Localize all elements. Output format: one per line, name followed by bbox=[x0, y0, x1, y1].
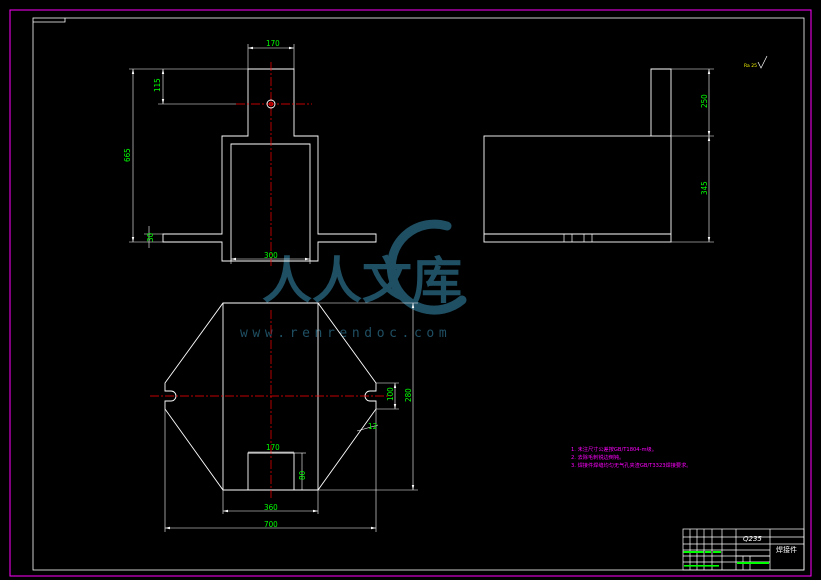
corner-tab bbox=[33, 18, 66, 23]
dim-side-top-height: 250 bbox=[700, 94, 709, 108]
side-body bbox=[483, 135, 672, 243]
note-3: 3. 焊接件焊缝均匀无气孔夹渣GB/T3323焊接要求。 bbox=[571, 461, 691, 469]
dim-neck-height: 115 bbox=[153, 78, 162, 92]
side-view bbox=[483, 68, 714, 243]
watermark-logo-icon bbox=[386, 219, 467, 315]
roughness-label: Ra 25 bbox=[744, 63, 757, 69]
dim-overall-height: 665 bbox=[123, 148, 132, 162]
title-block-fills bbox=[683, 551, 769, 567]
dim-top-width: 170 bbox=[266, 39, 280, 48]
plan-dimension-arrows bbox=[165, 303, 415, 530]
watermark-text: 人人文库 bbox=[262, 251, 462, 310]
title-material: Q235 bbox=[743, 535, 762, 543]
technical-notes: 1. 未注尺寸公差按GB/T1804-m级。 2. 去除毛刺锐边倒钝。 3. 焊… bbox=[571, 445, 691, 469]
dim-tab-height: 80 bbox=[298, 470, 307, 480]
front-inner-pocket bbox=[230, 143, 311, 261]
dim-slot-height: 100 bbox=[386, 387, 395, 401]
watermark-url: www.renrendoc.com bbox=[240, 326, 451, 341]
inner-frame bbox=[32, 17, 805, 571]
plan-dimension-lines bbox=[165, 303, 414, 529]
dim-side-body-height: 345 bbox=[700, 181, 709, 195]
front-extension-lines bbox=[129, 44, 311, 264]
dim-tab-width: 170 bbox=[266, 443, 280, 452]
dim-body-width: 300 bbox=[264, 251, 278, 260]
side-outline bbox=[650, 68, 672, 136]
side-dimension-arrows bbox=[707, 69, 711, 242]
dim-base-thickness: 30 bbox=[146, 232, 155, 242]
roughness-symbol-icon bbox=[757, 55, 768, 69]
title-block bbox=[682, 528, 805, 571]
title-part-name: 焊接件 bbox=[776, 545, 797, 554]
front-dimension-arrows bbox=[131, 46, 310, 261]
front-dimension-lines bbox=[132, 47, 310, 260]
front-view bbox=[129, 44, 377, 266]
outer-frame bbox=[9, 9, 812, 577]
side-extension-lines bbox=[671, 68, 714, 243]
dim-overall-width: 700 bbox=[264, 520, 278, 529]
dim-inner-width: 360 bbox=[264, 503, 278, 512]
plan-extension-lines bbox=[164, 302, 418, 532]
front-outline bbox=[162, 68, 377, 262]
note-2: 2. 去除毛刺锐边倒钝。 bbox=[571, 453, 624, 461]
dim-plan-height: 280 bbox=[404, 388, 413, 402]
plan-view bbox=[150, 302, 418, 532]
dim-small-step: 12 bbox=[368, 422, 377, 431]
front-hole-inner bbox=[268, 101, 274, 107]
side-slots bbox=[563, 234, 593, 242]
note-1: 1. 未注尺寸公差按GB/T1804-m级。 bbox=[571, 445, 657, 453]
front-hole-outer bbox=[266, 99, 276, 109]
